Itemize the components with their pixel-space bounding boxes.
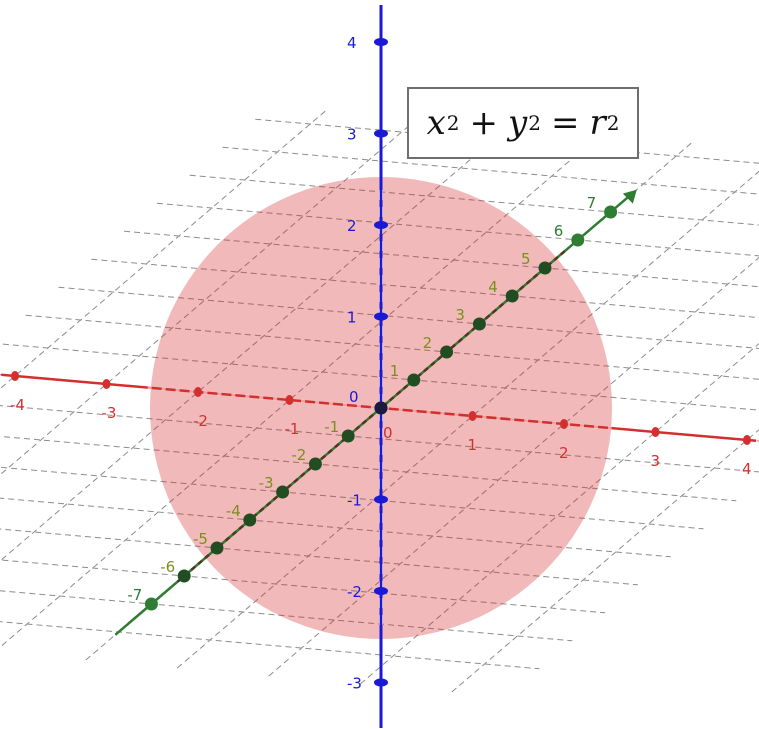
y-axis-tick [440, 345, 454, 359]
x-tick-label: -4 [10, 396, 25, 414]
y-tick-label: -5 [193, 530, 208, 548]
z-tick-label: -3 [347, 675, 362, 693]
y-axis-tick [341, 429, 355, 443]
x-tick-label: 0 [383, 424, 393, 442]
x-axis-tick [560, 419, 568, 429]
y-axis-tick [538, 261, 552, 275]
grid-line [176, 177, 612, 639]
y-tick-label: -7 [127, 586, 142, 604]
y-tick-label: -1 [324, 418, 339, 436]
grid-line [451, 429, 759, 693]
formula-r-exponent: 2 [606, 111, 620, 135]
y-tick-label: -3 [259, 474, 274, 492]
y-tick-label: 2 [423, 334, 433, 352]
z-axis-tick [374, 38, 388, 46]
x-tick-label: 1 [468, 436, 478, 454]
y-axis-tick [276, 485, 290, 499]
formula-x-exponent: 2 [446, 111, 460, 135]
z-axis-tick [374, 221, 388, 229]
z-axis-tick [374, 678, 388, 687]
x-tick-label: 4 [742, 460, 752, 478]
z-tick-label: 1 [347, 309, 357, 327]
x-tick-label: -1 [285, 420, 300, 438]
z-tick-label: -1 [347, 492, 362, 510]
grid-line [268, 177, 612, 639]
z-axis-tick [374, 495, 388, 504]
y-axis-hidden-segment [176, 250, 566, 583]
x-axis-tick [651, 427, 660, 437]
y-tick-label: 7 [587, 194, 597, 212]
grid-line [0, 109, 327, 390]
x-axis-tick [743, 435, 751, 445]
z-axis-tick [374, 312, 388, 321]
z-axis-tick [374, 587, 388, 595]
z-tick-label: 4 [347, 34, 357, 52]
grid-line [359, 177, 612, 639]
formula-equals: = [550, 103, 580, 143]
y-tick-label: 5 [521, 250, 531, 268]
y-axis-tick [407, 373, 421, 387]
grid-line [255, 118, 759, 164]
y-axis-tick [243, 513, 257, 527]
x-axis-tick [285, 395, 294, 405]
formula-plus: + [469, 103, 498, 143]
formula-r: r [589, 103, 606, 143]
y-tick-label: 3 [455, 306, 465, 324]
formula-x: x [426, 103, 446, 143]
y-axis-tick [177, 569, 191, 583]
z-tick-label: 2 [347, 217, 357, 235]
y-tick-label: -4 [226, 502, 241, 520]
y-tick-label: 4 [488, 278, 498, 296]
y-axis[interactable]: -7 -6 -5 -4 -3 -2 -1 1 2 3 4 5 6 7 [114, 189, 637, 636]
z-axis-tick [374, 129, 388, 138]
y-tick-label: -2 [291, 446, 306, 464]
x-tick-label: 3 [651, 452, 661, 470]
y-axis-tick [210, 541, 224, 555]
x-tick-label: -2 [193, 412, 208, 430]
grid-line [150, 177, 419, 637]
y-axis-tick [472, 317, 486, 331]
y-axis-arrow [622, 189, 637, 204]
y-axis-tick [604, 205, 618, 219]
x-axis-tick [194, 387, 202, 397]
y-tick-label: 6 [554, 222, 564, 240]
grid-line [150, 177, 602, 639]
y-tick-label: 1 [390, 362, 400, 380]
origin-point [374, 401, 388, 415]
x-axis-tick [11, 371, 19, 381]
x-axis-tick [468, 411, 477, 421]
formula-y: y [507, 103, 528, 143]
x-axis-tick [102, 379, 111, 389]
z-tick-label: 0 [349, 388, 359, 406]
x-tick-label: 2 [559, 444, 569, 462]
y-axis-tick [308, 457, 322, 471]
formula-y-exponent: 2 [528, 111, 541, 135]
y-tick-label: -6 [160, 558, 175, 576]
z-axis[interactable]: -3 -2 -1 0 1 2 3 4 [347, 5, 388, 728]
z-tick-label: -2 [347, 583, 362, 601]
y-axis-tick [144, 597, 158, 611]
y-axis-tick [571, 233, 585, 247]
y-axis-tick [505, 289, 519, 303]
z-tick-label: 3 [347, 126, 357, 144]
grid-line [150, 177, 510, 639]
x-tick-label: -3 [102, 404, 117, 422]
